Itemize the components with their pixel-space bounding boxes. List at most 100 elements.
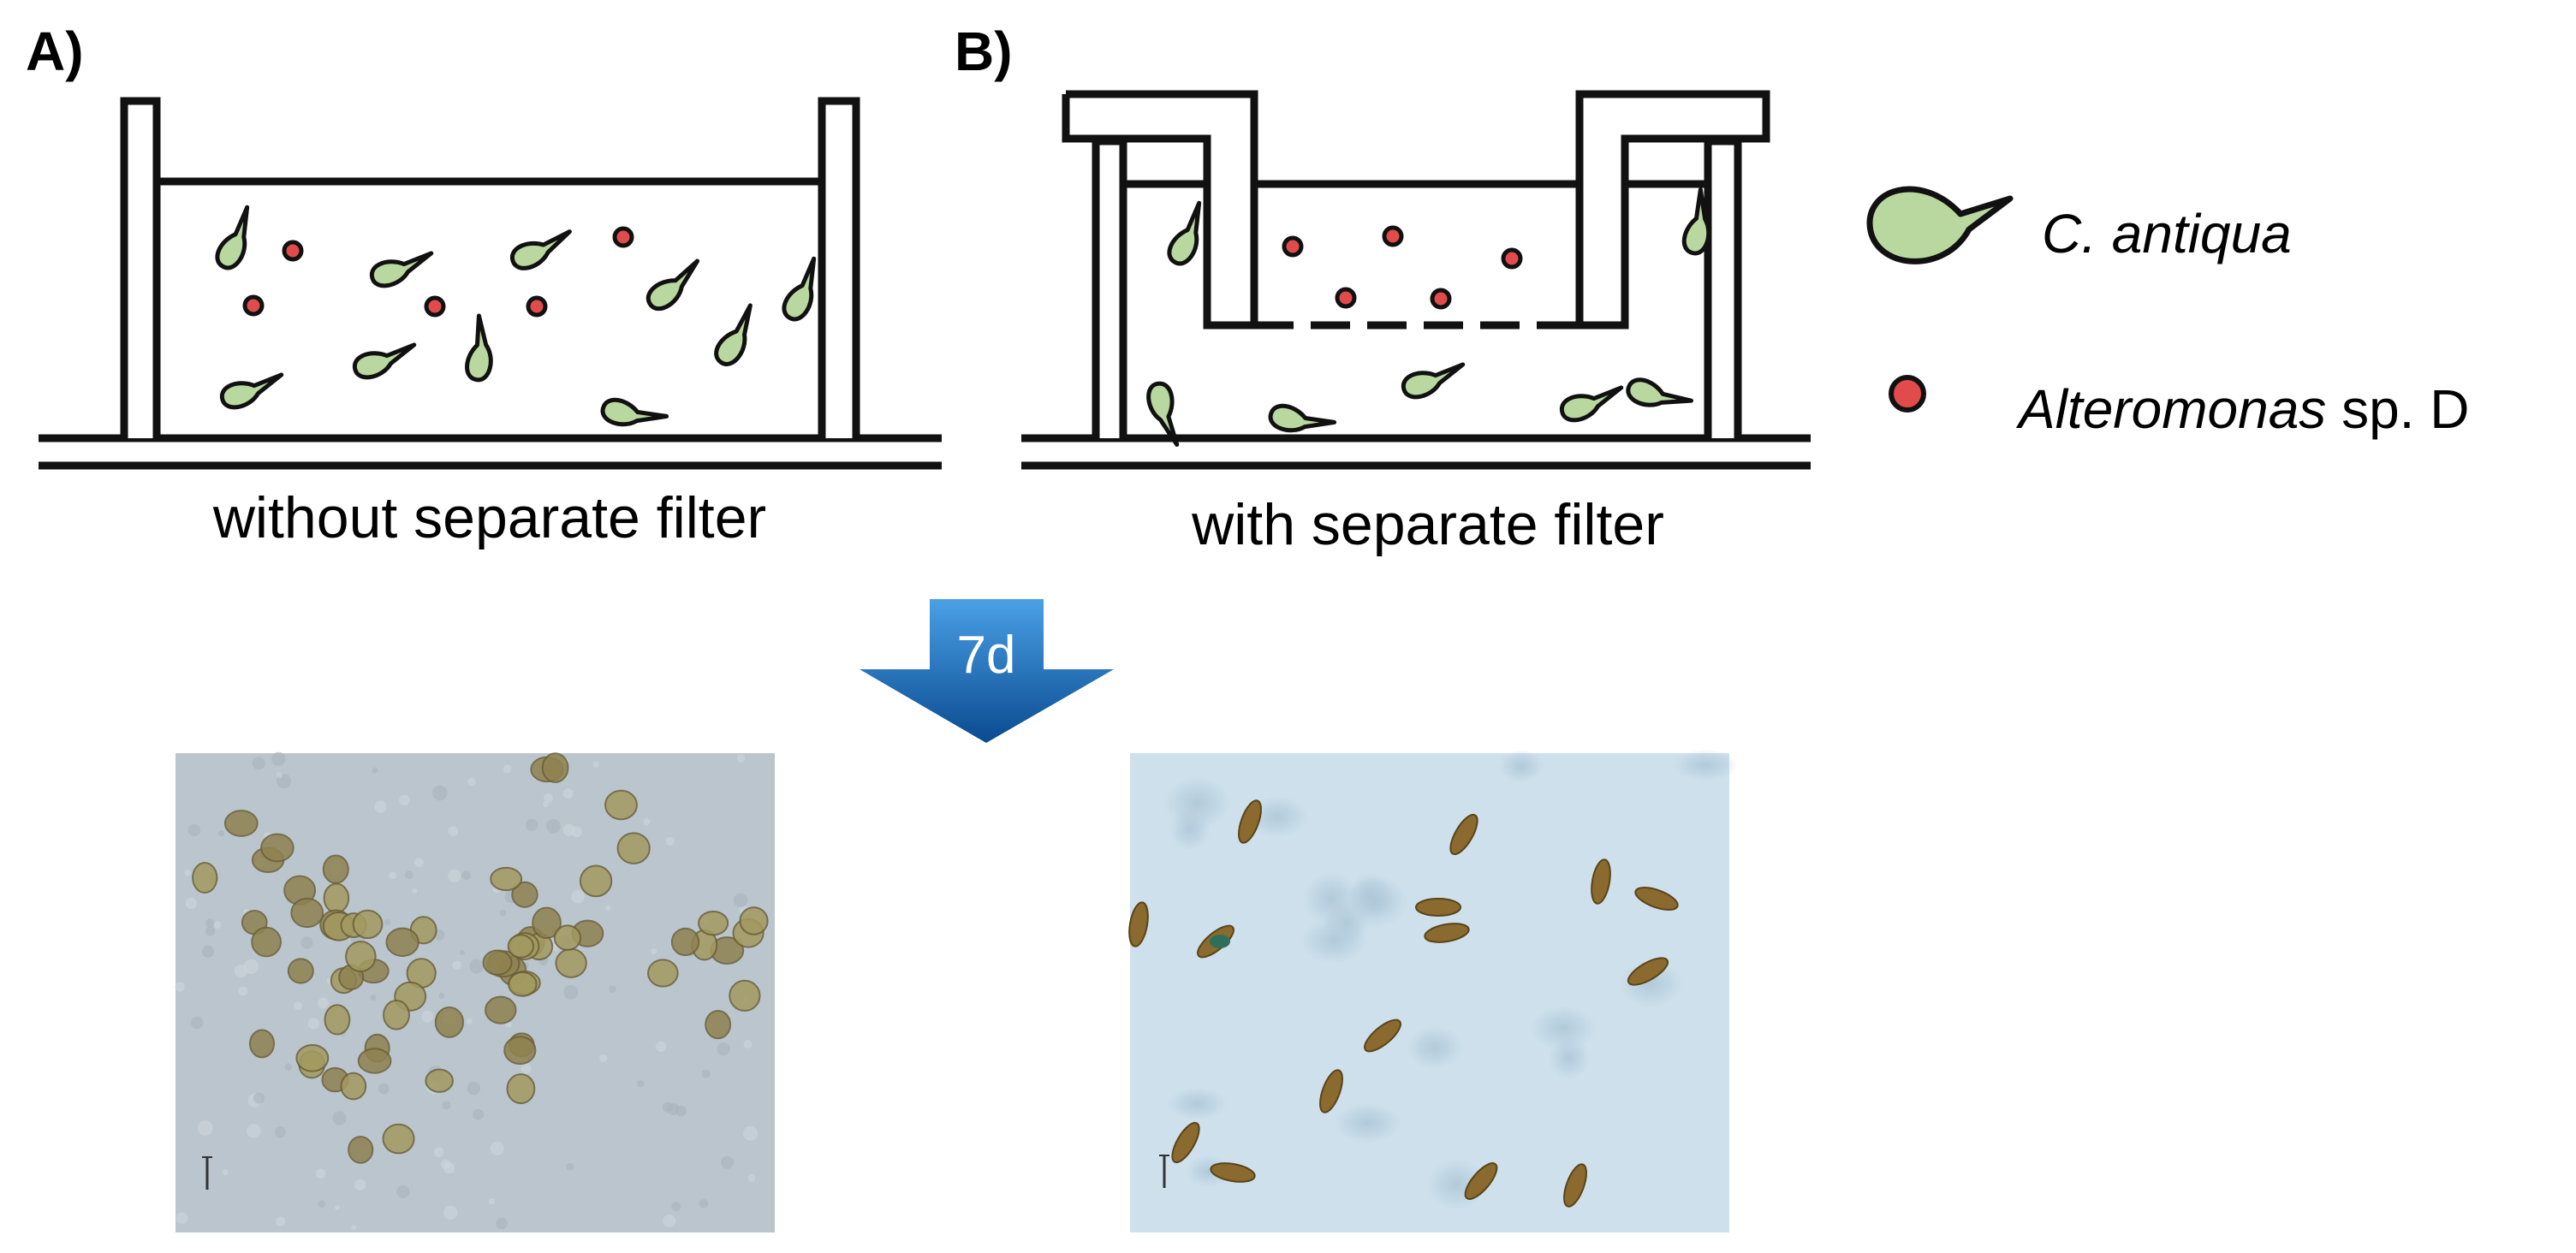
round-cell <box>340 1072 367 1101</box>
background-speckle <box>374 800 387 813</box>
background-speckle <box>184 870 192 876</box>
background-speckle <box>488 1198 495 1205</box>
blurred-cell <box>1167 1087 1227 1120</box>
round-cell <box>382 1123 415 1155</box>
background-speckle <box>175 982 185 992</box>
bacteria-panel-b <box>1282 225 1523 310</box>
elongated-flagellate-cell <box>1171 1121 1200 1164</box>
round-cell <box>507 934 535 959</box>
background-speckle <box>197 1120 213 1137</box>
bacterium-dot-icon <box>1889 375 1926 413</box>
time-arrow: 7d <box>860 599 1114 743</box>
background-speckle <box>469 959 484 974</box>
background-speckle <box>412 888 418 894</box>
blurred-cell <box>1164 776 1230 829</box>
round-cell <box>323 882 350 914</box>
well-without-filter <box>39 97 942 470</box>
round-cell <box>508 971 538 997</box>
background-speckle <box>701 1069 711 1078</box>
background-speckle <box>521 1063 532 1074</box>
round-cell <box>506 1073 536 1104</box>
bacterium-dot-icon <box>242 294 265 317</box>
background-speckle <box>252 757 265 770</box>
round-cell <box>357 1048 392 1074</box>
round-cell <box>579 864 613 898</box>
round-cell <box>555 947 587 978</box>
background-speckle <box>496 1217 508 1230</box>
elongated-flagellate-cell <box>1210 1162 1256 1183</box>
elongated-flagellate-cell <box>1128 901 1149 947</box>
background-speckle <box>461 870 471 881</box>
bacterium-dot-icon <box>1430 288 1452 310</box>
bacterium-dot-icon <box>1282 235 1304 258</box>
elongated-flagellate-cell <box>1591 858 1611 905</box>
background-speckle <box>667 1102 680 1116</box>
down-arrow-icon <box>860 599 1114 743</box>
round-cell <box>223 810 259 837</box>
background-speckle <box>467 777 476 787</box>
round-cell <box>485 995 517 1024</box>
round-cell <box>532 906 562 940</box>
round-cell <box>345 941 377 972</box>
background-speckle <box>276 772 283 779</box>
round-cell <box>705 1009 732 1040</box>
background-speckle <box>294 1001 302 1011</box>
background-speckle <box>205 918 215 928</box>
background-speckle <box>315 1168 326 1179</box>
blurred-cell <box>1407 1025 1463 1070</box>
micrograph-a-cells <box>175 751 769 1231</box>
background-speckle <box>544 793 553 803</box>
round-cell <box>739 906 769 935</box>
background-speckle <box>421 1010 434 1023</box>
background-speckle <box>354 1179 366 1191</box>
background-speckle <box>300 936 313 949</box>
background-speckle <box>562 788 574 799</box>
panel-a-caption: without separate filter <box>212 485 766 550</box>
background-speckle <box>318 997 329 1009</box>
round-cell <box>425 1068 454 1093</box>
elongated-flagellate-cell <box>1464 1162 1498 1200</box>
legend-item-alteromonas: Alteromonas sp. D <box>1889 375 2469 440</box>
round-cell <box>348 1136 374 1164</box>
round-cell <box>482 949 513 976</box>
blurred-cell <box>1498 750 1544 783</box>
background-speckle <box>592 761 599 768</box>
background-speckle <box>443 1205 458 1220</box>
background-speckle <box>665 837 675 846</box>
background-speckle <box>503 764 512 774</box>
legend-label-c-antiqua: C. antiqua <box>2042 203 2292 264</box>
background-speckle <box>452 960 462 970</box>
round-cell <box>287 958 314 984</box>
background-speckle <box>571 889 585 904</box>
background-speckle <box>384 919 391 926</box>
background-speckle <box>414 858 424 868</box>
background-speckle <box>566 1162 574 1171</box>
background-speckle <box>743 1040 753 1049</box>
background-speckle <box>733 893 748 908</box>
background-speckle <box>222 1169 229 1176</box>
background-speckle <box>459 950 465 956</box>
background-speckle <box>448 826 459 837</box>
background-speckle <box>378 1083 390 1095</box>
blurred-cell <box>1673 749 1738 781</box>
background-speckle <box>721 1155 735 1169</box>
blurred-cell <box>1334 1102 1401 1144</box>
background-speckle <box>643 818 651 826</box>
round-cell <box>295 1043 330 1072</box>
background-speckle <box>608 985 616 994</box>
round-cell <box>434 1006 465 1038</box>
background-speckle <box>213 921 222 929</box>
background-speckle <box>238 986 248 996</box>
background-speckle <box>499 909 507 917</box>
background-speckle <box>253 1092 265 1104</box>
background-speckle <box>604 905 611 912</box>
legend-label-alteromonas: Alteromonas sp. D <box>2015 378 2469 440</box>
legend-item-c-antiqua: C. antiqua <box>1866 186 2292 264</box>
background-speckle <box>637 1079 645 1088</box>
background-speckle <box>448 869 461 882</box>
round-cell <box>324 1004 351 1036</box>
background-speckle <box>467 1081 481 1096</box>
background-speckle <box>246 1123 261 1138</box>
background-speckle <box>404 870 413 880</box>
background-speckle <box>699 1199 709 1208</box>
